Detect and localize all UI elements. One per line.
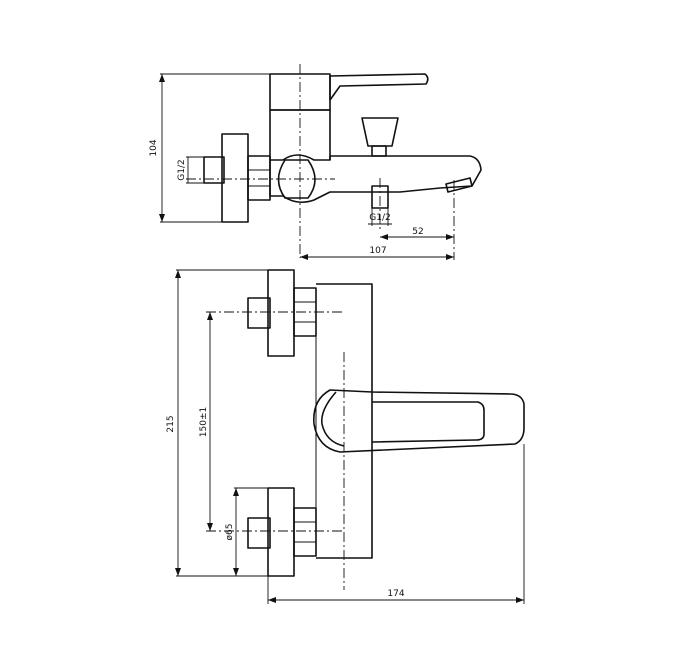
side-mixer-body	[269, 154, 482, 204]
front-upper-flange	[267, 269, 295, 357]
front-lever-handle	[313, 389, 525, 453]
side-wall-flange	[221, 133, 249, 223]
dim-150-label: 150±1	[199, 407, 209, 437]
side-view: 104 G1/2 G1/2 52 107	[149, 64, 482, 260]
dim-104-label: 104	[149, 139, 159, 156]
dim-174-label: 174	[387, 589, 404, 599]
dim-thread-inlet-label: G1/2	[177, 159, 187, 180]
dim-215-label: 215	[166, 415, 176, 432]
front-lower-hex-nut	[293, 507, 317, 557]
side-lever-handle	[329, 73, 429, 101]
front-view: 215 150±1 ø65 174	[166, 269, 525, 604]
dim-107-label: 107	[369, 246, 386, 256]
side-diverter-knob	[361, 117, 399, 147]
dim-diameter-label: ø65	[225, 524, 235, 541]
dim-thread-outlet-label: G1/2	[369, 213, 390, 223]
front-lower-flange	[267, 487, 295, 577]
dim-52-label: 52	[412, 227, 423, 237]
side-inlet-pipe	[203, 156, 225, 184]
side-hex-nut	[247, 155, 271, 201]
